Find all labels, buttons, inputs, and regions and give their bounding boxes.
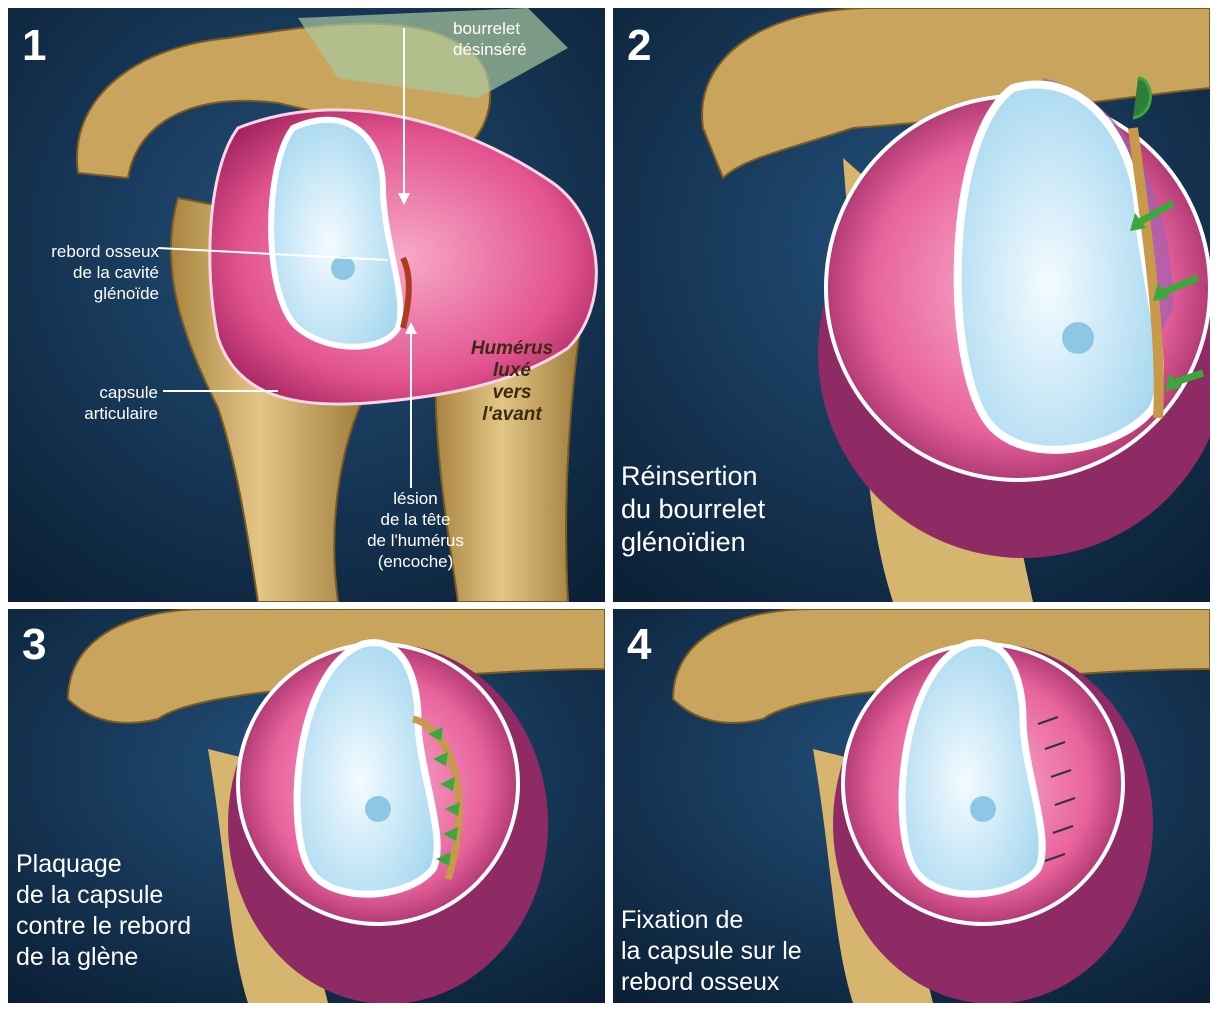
label-lesion-humerus: lésion de la tête de l'humérus (encoche) <box>353 488 478 572</box>
panel-4-caption: Fixation de la capsule sur le rebord oss… <box>621 905 802 998</box>
panel-1-number: 1 <box>22 24 46 68</box>
panel-3-caption: Plaquage de la capsule contre le rebord … <box>16 849 191 973</box>
panel-3-number: 3 <box>22 623 46 667</box>
panel-3: 3 Plaquage de la capsule contre le rebor… <box>8 609 605 1003</box>
panel-1: 1 bourrelet désinséré rebord osseux de l… <box>8 8 605 602</box>
label-humerus-luxe: Humérus luxé vers l'avant <box>452 338 572 426</box>
label-capsule-articulaire: capsule articulaire <box>56 382 158 424</box>
panel-2-caption: Réinsertion du bourrelet glénoïdien <box>621 460 765 559</box>
label-bourrelet-desinsere: bourrelet désinséré <box>453 18 527 60</box>
panel-2: 2 Réinsertion du bourrelet glénoïdien <box>613 8 1210 602</box>
panel-4-number: 4 <box>627 623 651 667</box>
panel-2-number: 2 <box>627 24 651 68</box>
label-rebord-osseux: rebord osseux de la cavité glénoïde <box>14 241 159 304</box>
panel-1-illustration <box>8 8 605 602</box>
panel-4: 4 Fixation de la capsule sur le rebord o… <box>613 609 1210 1003</box>
